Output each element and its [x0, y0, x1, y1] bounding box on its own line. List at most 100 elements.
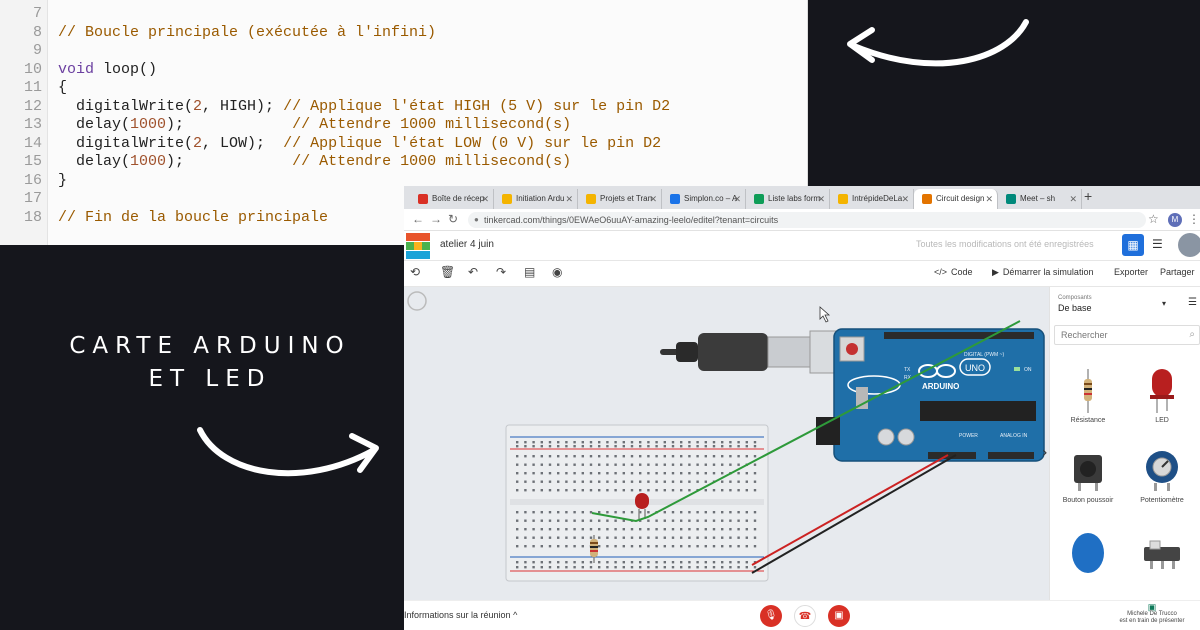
share-button[interactable]: Partager — [1160, 267, 1195, 277]
close-icon[interactable]: ✕ — [1069, 194, 1077, 204]
line-number: 12 — [23, 97, 42, 115]
rx-label: RX — [904, 375, 912, 381]
browser-window: Boîte de récep✕ Initiation Ardu✕ Projets… — [404, 186, 1200, 630]
close-icon[interactable]: ✕ — [649, 194, 657, 204]
title-line-1: CARTE ARDUINO — [69, 333, 351, 359]
reload-icon[interactable]: ↻ — [448, 212, 459, 226]
redo-icon[interactable]: ↷ — [496, 265, 507, 279]
presenter-indicator[interactable]: ▣ Michele De Trucco est en train de prés… — [1104, 602, 1200, 625]
profile-avatar[interactable]: M — [1168, 213, 1182, 227]
close-icon[interactable]: ✕ — [733, 194, 741, 204]
wires[interactable] — [591, 320, 1021, 574]
menu-dots-icon[interactable]: ⋮ — [1188, 212, 1200, 226]
browser-tab[interactable]: Projets et Tran✕ — [578, 189, 662, 209]
mute-microphone-button[interactable]: 🎙 — [760, 605, 782, 627]
close-icon[interactable]: ✕ — [985, 194, 993, 204]
line-number: 10 — [23, 60, 42, 78]
project-name[interactable]: atelier 4 juin — [440, 239, 494, 250]
present-screen-icon: ▣ — [1147, 602, 1157, 612]
tab-label: Projets et Tran — [600, 194, 653, 203]
component-push-button[interactable]: Bouton poussoir — [1052, 439, 1124, 519]
usb-cable[interactable] — [660, 330, 845, 374]
tab-label: Circuit design — [936, 194, 985, 203]
component-capacitor[interactable] — [1052, 521, 1124, 601]
lock-icon: ● — [474, 215, 479, 224]
tinkercad-header: atelier 4 juin Toutes les modifications … — [404, 231, 1200, 261]
caret-down-icon[interactable]: ▾ — [1162, 299, 1167, 308]
component-label: LED — [1155, 417, 1169, 424]
close-icon[interactable]: ✕ — [901, 194, 909, 204]
hang-up-button[interactable]: ☎ — [794, 605, 816, 627]
line-number: 14 — [23, 134, 42, 152]
power-label: POWER — [959, 433, 978, 439]
component-list-view-button[interactable]: ☰ — [1152, 237, 1163, 251]
visibility-icon[interactable]: ◉ — [552, 265, 563, 279]
code-button[interactable]: </>Code — [934, 267, 973, 277]
capacitor-icon — [1072, 533, 1104, 573]
zoom-to-fit-icon[interactable] — [407, 291, 427, 311]
delete-icon[interactable]: 🗑 — [440, 265, 456, 279]
start-simulation-button[interactable]: ▶Démarrer la simulation — [992, 267, 1094, 277]
tab-label: Boîte de récep — [432, 194, 485, 203]
arduino-uno-board[interactable]: DIGITAL (PWM ~) TX RX ON ARDUINO UNO — [816, 328, 1045, 462]
star-icon[interactable]: ☆ — [1148, 212, 1159, 226]
close-icon[interactable]: ✕ — [817, 194, 825, 204]
tab-bar: Boîte de récep✕ Initiation Ardu✕ Projets… — [404, 186, 1200, 209]
component-resistor[interactable]: Résistance — [1052, 359, 1124, 439]
on-label: ON — [1024, 367, 1032, 373]
list-view-icon[interactable]: ☰ — [1188, 297, 1197, 308]
close-icon[interactable]: ✕ — [481, 194, 489, 204]
browser-tab[interactable]: Liste labs form✕ — [746, 189, 830, 209]
docs-icon — [502, 194, 512, 204]
potentiometer-icon — [1146, 451, 1178, 491]
docs-icon — [838, 194, 848, 204]
presenter-name: Michele De Trucco — [1127, 611, 1177, 617]
export-button[interactable]: Exporter — [1114, 267, 1149, 277]
rotate-icon[interactable]: ⟲ — [410, 265, 421, 279]
resistor-icon — [1084, 369, 1092, 413]
camera-off-icon: ▣ — [834, 610, 844, 621]
line-number: 7 — [32, 5, 42, 22]
url-text: tinkercad.com/things/0EWAeO6uuAY-amazing… — [484, 215, 779, 225]
component-led[interactable]: LED — [1126, 359, 1198, 439]
collapse-panel-icon[interactable]: › — [1042, 445, 1048, 461]
undo-icon[interactable]: ↶ — [468, 265, 479, 279]
close-icon[interactable]: ✕ — [565, 194, 573, 204]
component-search-input[interactable]: Rechercher⌕ — [1054, 325, 1200, 345]
component-potentiometer[interactable]: Potentiomètre — [1126, 439, 1198, 519]
tinkercad-logo[interactable] — [406, 233, 430, 259]
components-panel: Composants De base ▾ ☰ Rechercher⌕ Résis… — [1049, 287, 1200, 600]
component-slide-switch[interactable] — [1126, 521, 1198, 601]
code-text: } — [58, 171, 68, 189]
forward-arrow-icon[interactable]: → — [430, 212, 442, 226]
category-dropdown[interactable]: De base — [1058, 303, 1092, 313]
notes-icon[interactable]: ▤ — [524, 265, 536, 279]
browser-tab-active[interactable]: Circuit design✕ — [914, 189, 998, 209]
meeting-info-button[interactable]: Informations sur la réunion ^ — [404, 610, 518, 620]
arduino-brand: ARDUINO — [922, 382, 959, 391]
circuit-workplane[interactable]: DIGITAL (PWM ~) TX RX ON ARDUINO UNO — [404, 287, 1049, 600]
slide-title: CARTE ARDUINO ET LED — [30, 330, 390, 396]
camera-off-button[interactable]: ▣ — [828, 605, 850, 627]
line-number: 8 — [32, 23, 42, 41]
tab-label: Meet – sh — [1020, 194, 1056, 203]
resistor-component[interactable] — [590, 535, 598, 563]
circuit-view-button[interactable]: ▦ — [1122, 234, 1144, 256]
docs-icon — [586, 194, 596, 204]
browser-tab[interactable]: Boîte de récep✕ — [410, 189, 494, 209]
back-arrow-icon[interactable]: ← — [412, 212, 424, 226]
user-avatar[interactable] — [1178, 233, 1200, 257]
mic-off-icon: 🎙 — [764, 610, 778, 621]
url-field[interactable]: ● tinkercad.com/things/0EWAeO6uuAY-amazin… — [468, 212, 1146, 228]
presenter-status: est en train de présenter — [1119, 618, 1185, 624]
browser-tab[interactable]: Meet – sh ✕ — [998, 189, 1082, 209]
browser-tab[interactable]: Initiation Ardu✕ — [494, 189, 578, 209]
browser-tab[interactable]: IntrépideDeLa✕ — [830, 189, 914, 209]
tab-label: IntrépideDeLa — [852, 194, 903, 203]
line-number: 11 — [23, 79, 42, 96]
new-tab-button[interactable]: + — [1084, 188, 1093, 204]
title-line-2: ET LED — [148, 366, 272, 392]
code-text: { — [58, 79, 68, 96]
led-icon — [1150, 369, 1174, 413]
browser-tab[interactable]: Simplon.co – A✕ — [662, 189, 746, 209]
